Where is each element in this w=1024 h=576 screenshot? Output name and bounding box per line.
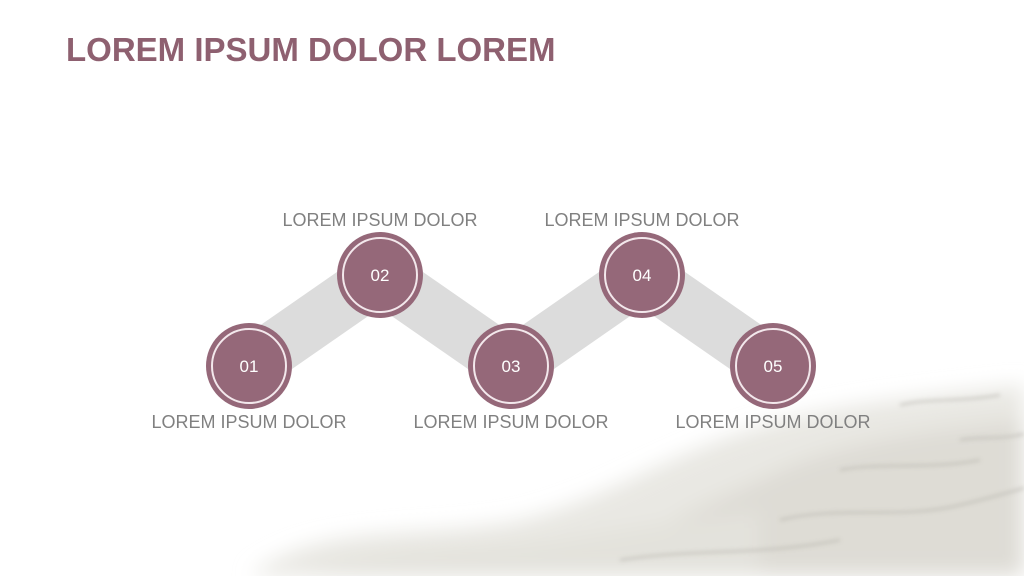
step-circle-ring <box>211 328 287 404</box>
step-circle <box>337 232 423 318</box>
step-circle-ring <box>473 328 549 404</box>
step-circle <box>206 323 292 409</box>
page-title: LOREM IPSUM DOLOR LOREM <box>66 31 556 68</box>
step-circle <box>599 232 685 318</box>
step-number: 05 <box>764 357 783 376</box>
step-label: LOREM IPSUM DOLOR <box>282 210 477 230</box>
step-number: 01 <box>240 357 259 376</box>
step-circle-ring <box>735 328 811 404</box>
step-circle-ring <box>604 237 680 313</box>
step-02: 02 LOREM IPSUM DOLOR <box>282 210 478 318</box>
step-circle <box>468 323 554 409</box>
step-label: LOREM IPSUM DOLOR <box>151 412 346 432</box>
step-label: LOREM IPSUM DOLOR <box>544 210 739 230</box>
step-number: 03 <box>502 357 521 376</box>
step-circle-ring <box>342 237 418 313</box>
step-label: LOREM IPSUM DOLOR <box>675 412 870 432</box>
step-circle <box>730 323 816 409</box>
step-label: LOREM IPSUM DOLOR <box>413 412 608 432</box>
step-number: 02 <box>371 266 390 285</box>
step-number: 04 <box>633 266 652 285</box>
step-04: 04 LOREM IPSUM DOLOR <box>544 210 740 318</box>
